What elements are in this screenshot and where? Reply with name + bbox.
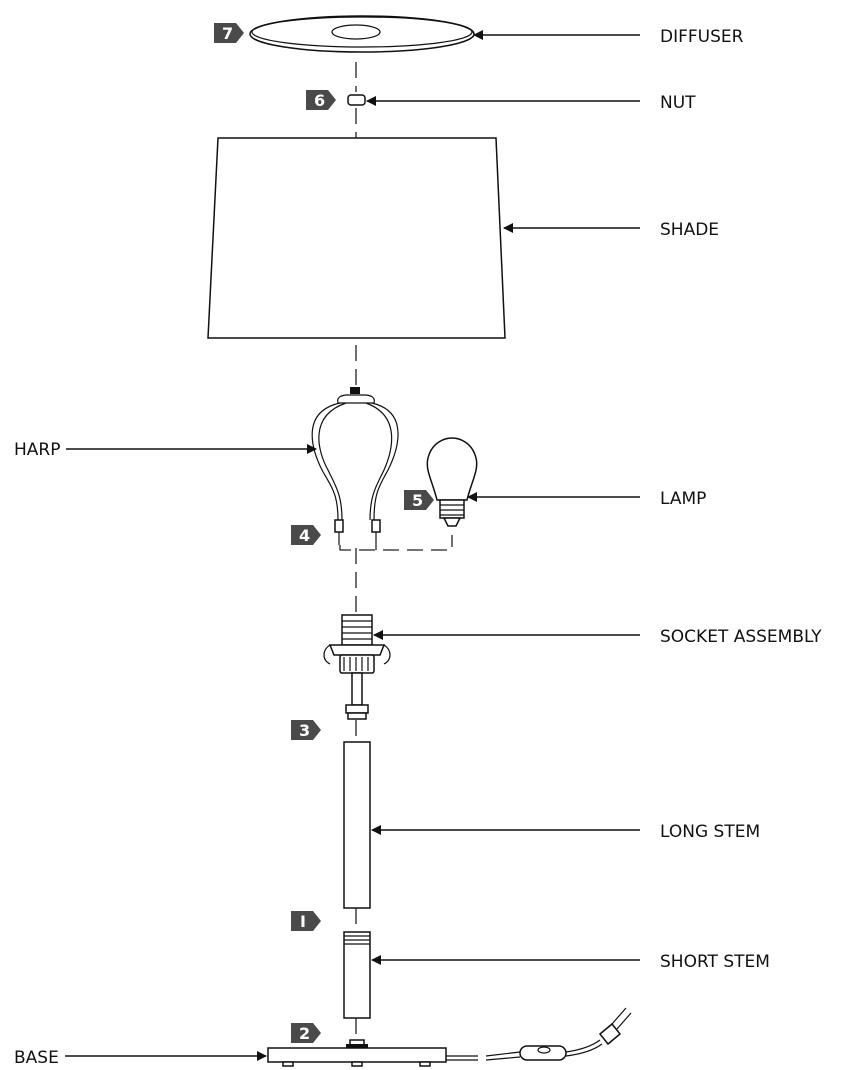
step-badge-1: I	[291, 911, 321, 931]
svg-text:3: 3	[299, 721, 310, 740]
step-badge-2: 2	[291, 1023, 321, 1043]
short-stem-label: SHORT STEM	[660, 952, 770, 972]
svg-text:2: 2	[299, 1024, 310, 1043]
socket-assembly-label: SOCKET ASSEMBLY	[660, 627, 822, 647]
svg-text:6: 6	[314, 91, 325, 110]
socket-assembly-part	[323, 614, 391, 720]
shade-part	[207, 137, 506, 339]
long-stem-label: LONG STEM	[660, 822, 760, 842]
base-part	[267, 1039, 447, 1067]
diffuser-label: DIFFUSER	[660, 27, 744, 47]
base-label: BASE	[14, 1048, 59, 1068]
lamp-label: LAMP	[660, 489, 706, 509]
svg-text:5: 5	[412, 491, 423, 510]
nut-part	[347, 94, 366, 106]
step-badge-7: 7	[214, 23, 244, 43]
svg-text:7: 7	[222, 24, 233, 43]
long-stem-part	[343, 741, 371, 909]
step-badge-6: 6	[306, 90, 336, 110]
short-stem-part	[343, 931, 371, 1019]
power-cord	[446, 1007, 632, 1061]
step-badge-3: 3	[291, 720, 321, 740]
lamp-bulb-part	[426, 437, 478, 527]
lamp-connector-line	[339, 535, 453, 551]
shade-label: SHADE	[660, 220, 719, 240]
nut-label: NUT	[660, 93, 696, 113]
step-badge-4: 4	[291, 525, 321, 545]
svg-text:I: I	[300, 912, 306, 931]
harp-part	[311, 387, 399, 545]
svg-text:4: 4	[299, 526, 310, 545]
harp-label: HARP	[14, 440, 60, 460]
diffuser-part	[249, 15, 475, 53]
step-badge-5: 5	[404, 490, 434, 510]
